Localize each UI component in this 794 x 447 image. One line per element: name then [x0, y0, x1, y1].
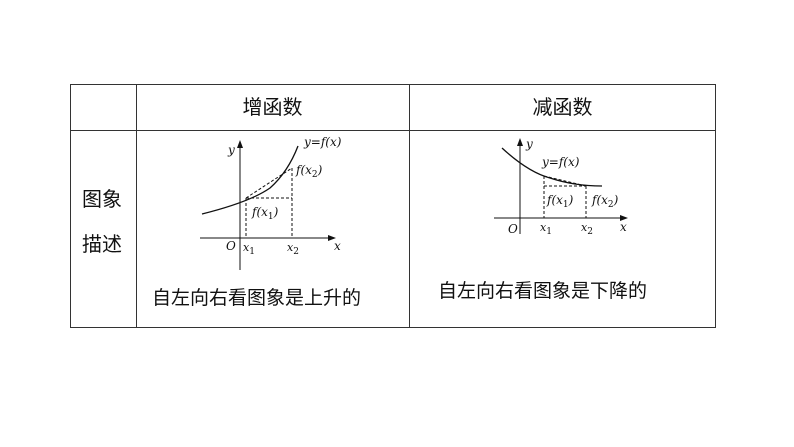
secant-line: [543, 175, 587, 187]
table-border-bottom: [70, 327, 716, 328]
function-label: y=f(x): [541, 155, 580, 169]
x-axis-arrow: [328, 235, 336, 241]
origin-label: O: [508, 222, 518, 236]
fx1-label: f(x1): [251, 205, 279, 222]
secant-line: [245, 167, 293, 199]
fx2-label: f(x2): [295, 163, 323, 180]
row-label-line2: 描述: [82, 232, 122, 256]
decreasing-description: 自左向右看图象是下降的: [438, 280, 648, 302]
fx2-label: f(x2): [591, 193, 619, 210]
decreasing-function-graph: y x O y=f(x) f(x1) f(x2) x1 x2: [494, 137, 628, 237]
row-label-line1: 图象: [82, 187, 122, 211]
x1-label: x1: [243, 241, 255, 257]
decreasing-curve: [501, 147, 603, 187]
y-axis-arrow: [517, 138, 523, 146]
x2-label: x2: [287, 241, 299, 257]
origin-label: O: [226, 239, 236, 253]
x2-label: x2: [581, 221, 593, 237]
y-axis-arrow: [237, 140, 243, 148]
y-axis-label: y: [525, 137, 533, 151]
increasing-function-graph: y x O y=f(x) f(x2) f(x1) x1 x2: [200, 135, 342, 270]
fx1-label: f(x1): [546, 193, 574, 210]
header-increasing: 增函数: [242, 95, 303, 119]
monotonic-function-table: 增函数 减函数 图象 描述 自左向右看图象是上升的 自左向右看图象是下降的: [70, 84, 716, 328]
header-decreasing: 减函数: [532, 95, 593, 119]
table-border-right: [715, 84, 716, 328]
y-axis-label: y: [227, 143, 235, 157]
x-axis-label: x: [334, 239, 341, 253]
increasing-description: 自左向右看图象是上升的: [152, 287, 362, 309]
table-col-divider-2: [409, 84, 410, 328]
table-col-divider-1: [136, 84, 137, 328]
table-border-top: [70, 84, 716, 85]
table-header-divider: [70, 130, 716, 131]
x1-label: x1: [540, 221, 552, 237]
function-label: y=f(x): [303, 135, 342, 149]
table-border-left: [70, 84, 71, 328]
x-axis-label: x: [620, 220, 627, 234]
x-axis-arrow: [620, 215, 628, 221]
increasing-curve: [201, 145, 299, 215]
